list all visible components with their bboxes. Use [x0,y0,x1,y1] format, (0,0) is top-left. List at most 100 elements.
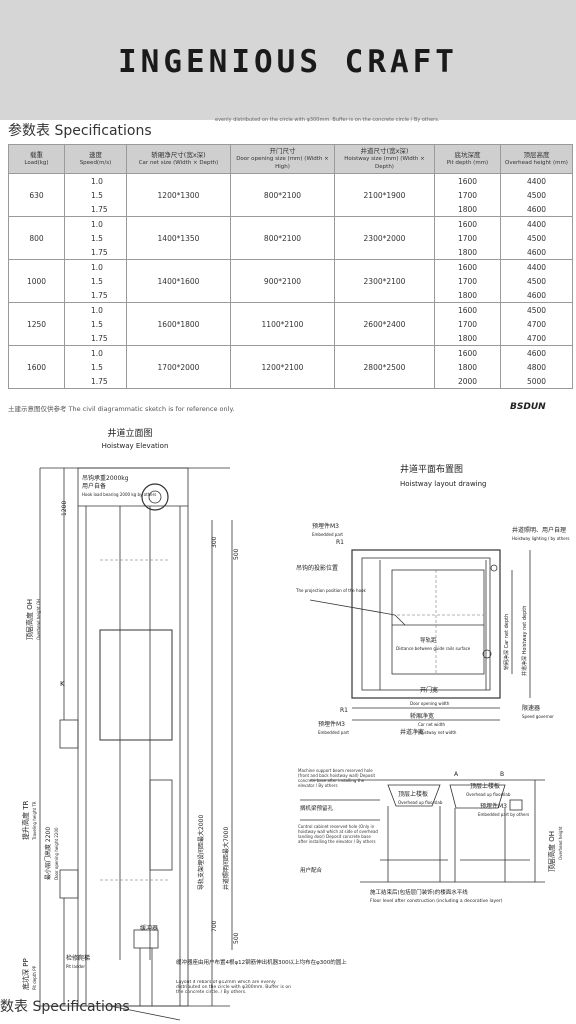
rail-bracket-label: 导轨支架埋设间距最大2000 [197,815,205,890]
speed-cell: 1.75 [64,288,127,303]
spec-sheet: 参数表 Specifications evenly distributed on… [0,117,576,420]
speed-cell: 1.0 [64,302,127,317]
elevation-title-en: Hoistway Elevation [102,442,169,450]
overhead-cell: 4800 [500,360,573,374]
plan-door-cn: 开门宽 [420,686,438,694]
door-cell: 800*2100 [230,173,335,217]
speed-cell: 1.75 [64,202,127,217]
car-cell: 1400*1600 [126,259,231,303]
overhead-cell: 4400 [500,173,573,188]
pit-depth-cell: 1700 [434,188,501,202]
control-hole-box: Control cabinet reserved hole (Only in h… [298,824,378,844]
plan-hw-width-en: Hoistway net width [418,730,457,735]
section-oh-cn: 顶层高度 OH [547,831,556,872]
overhead-cell: 4600 [500,245,573,260]
buffer-note-en: Layout 4 rebars of φ12mm which are evenl… [176,980,291,995]
section-m3: 预埋件M3 [480,802,507,810]
buffer-note-cn: 缓冲器座由用户布置4根φ12钢筋伸出机器300以上均布在φ300的圆上 [176,958,347,966]
spec-header-cn: 开门尺寸 [269,147,296,155]
oh-label-cn: 顶层高度 OH [25,599,34,640]
speed-cell: 1.5 [64,274,127,288]
speed-cell: 1.0 [64,345,127,360]
door-cell: 800*2100 [230,216,335,260]
plan-hw-depth: 井道净深 Hoistway net depth [521,606,528,676]
pit-depth-cell: 1700 [434,274,501,288]
pit-depth-cell: 2000 [434,374,501,389]
speed-cell: 1.0 [64,173,127,188]
speed-cell: 1.75 [64,331,127,346]
dim-1200: 1200 [61,501,68,516]
speed-cell: 1.5 [64,188,127,202]
dim-700: 700 [211,920,218,932]
spec-header-cell: 轿厢净尺寸(宽x深)Car net size (Width × Depth) [126,144,231,174]
floor-slab2-en: Overhead up floorslab [466,792,511,797]
plan-car-width-cn: 轿厢净宽 [410,712,434,720]
pit-depth-cell: 1800 [434,331,501,346]
overhead-cell: 4500 [500,188,573,202]
hoist-cell: 2300*2000 [334,216,435,260]
spec-header-en: Overhead height (mm) [505,160,568,166]
plan-r1-bottom: R1 [340,707,348,714]
load-cell: 1600 [8,345,65,389]
pit-depth-cell: 1700 [434,231,501,245]
pp-label-en: Pit depth PP [32,965,37,990]
tr-label-en: Traveling height TR [32,801,37,841]
car-cell: 1600*1800 [126,302,231,346]
header-band: INGENIOUS CRAFT [0,0,576,120]
support-hole-box: Machine support beam reserved hole (fron… [298,768,376,788]
hoist-cell: 2300*2100 [334,259,435,303]
dim-500-top: 500 [233,548,240,560]
door-cell: 900*2100 [230,259,335,303]
buffer-label: 缓冲器 [140,924,158,932]
section-b: B [500,771,504,778]
plan-m3-en: Embedded part [312,532,343,537]
speed-cell: 1.0 [64,216,127,231]
plan-title-en: Hoistway layout drawing [400,480,487,488]
plan-m3-bottom-en: Embedded part [318,730,349,735]
pit-depth-cell: 1600 [434,173,501,188]
car-cell: 1700*2000 [126,345,231,389]
brand-logo: BSDUN [510,402,546,412]
spec-header-en: Pit depth (mm) [446,160,489,166]
overhead-cell: 4600 [500,288,573,303]
spec-header-en: Load(kg) [24,160,49,166]
speed-governor-icon [482,649,492,659]
spec-header-en: Speed(m/s) [79,160,112,166]
support-hole-en: Machine support beam reserved hole (fron… [298,768,376,788]
traction-machine-icon [141,483,169,511]
overhead-cell: 4600 [500,202,573,217]
pit-ladder-cn: 检修爬梯 [66,954,90,962]
spec-header-en: Hoistway size (mm) (Width × Depth) [344,156,425,170]
floor-slab-cn: 顶层上楼板 [398,790,428,798]
plan-title-cn: 井道平面布置图 [400,463,463,475]
technical-drawing: 井道立面图 Hoistway Elevation 吊钩承重2000kg 用户自备… [21,427,569,1021]
plan-lighting-cn: 井道照明、用户自理 [512,526,566,534]
plan-door-en: Door opening width [410,701,450,706]
pit-depth-cell: 1600 [434,216,501,231]
plan-hw-width-cn: 井道净宽 [400,728,424,736]
plan-governor-en: Speed governor [522,714,554,719]
overhead-cell: 4600 [500,345,573,360]
load-cell: 800 [8,216,65,260]
speed-cell: 1.75 [64,245,127,260]
overhead-cell: 5000 [500,374,573,389]
spec-header-cell: 井道尺寸(宽x深)Hoistway size (mm) (Width × Dep… [334,144,435,174]
overhead-cell: 4500 [500,231,573,245]
spec-header-cn: 速度 [89,151,102,159]
speed-cell: 1.5 [64,231,127,245]
speed-cell: 1.0 [64,259,127,274]
door-height-cn: 最小层门高度 2200 [44,827,52,880]
plan-lighting-en: Hoistway lighting / by others [512,536,569,541]
pit-depth-cell: 1800 [434,288,501,303]
overhead-cell: 4500 [500,274,573,288]
support-hole-cn: 搁机梁预留孔 [300,804,334,812]
